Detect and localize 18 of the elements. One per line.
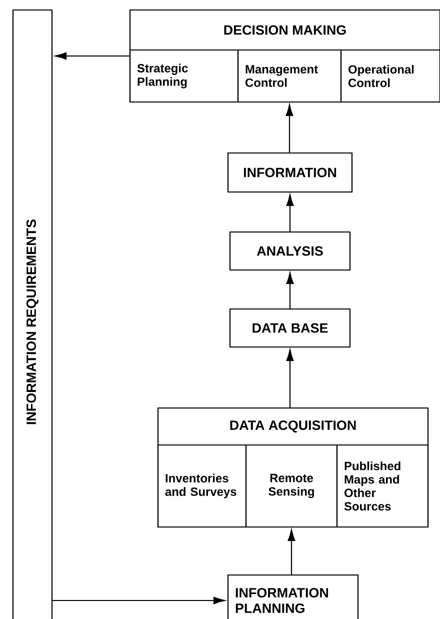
process-box: INFORMATION PLANNING (227, 574, 359, 619)
arrow (286, 272, 294, 309)
table-cell: Strategic Planning (129, 49, 239, 103)
table-cell: Published Maps and Other Sources (336, 444, 429, 528)
requirements-bar: INFORMATION REQUIREMENTS (12, 9, 53, 619)
arrow (286, 104, 294, 153)
arrow (286, 349, 294, 408)
arrow (52, 596, 226, 604)
arrow (288, 529, 296, 575)
table-cell: Operational Control (340, 49, 440, 103)
arrow (286, 194, 294, 232)
table-cell: Remote Sensing (245, 444, 338, 528)
arrow (54, 52, 130, 60)
process-box: INFORMATION (227, 152, 353, 193)
table-cell: Management Control (237, 49, 342, 103)
table-cell: Inventories and Surveys (157, 444, 247, 528)
process-box: DATA BASE (229, 308, 351, 348)
process-box: ANALYSIS (229, 231, 351, 271)
